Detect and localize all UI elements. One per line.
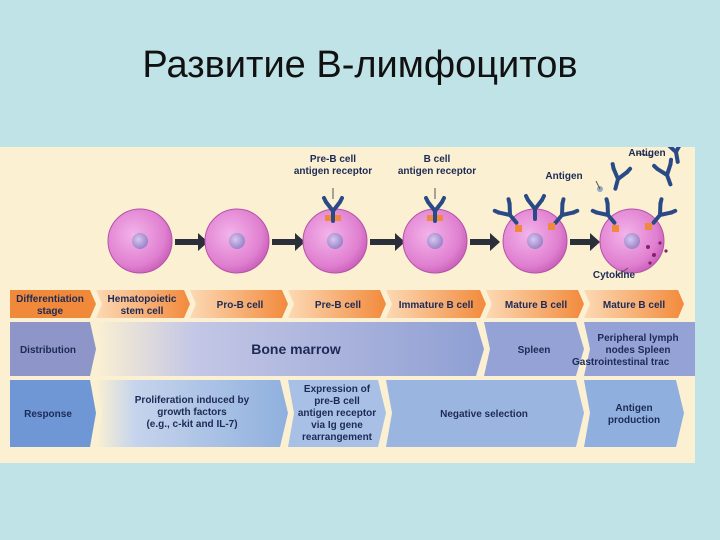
response-header: Response	[24, 409, 72, 420]
proliferation-label-2: growth factors	[157, 407, 227, 418]
stage-item-2: Pro-B cell	[217, 300, 264, 311]
proliferation-arrow	[96, 380, 288, 447]
bone-marrow-arrow	[96, 322, 484, 376]
antigen-label-1: Antigen	[545, 171, 582, 182]
expression-label-3: antigen receptor	[298, 408, 376, 419]
stage-arrow-6	[584, 290, 684, 318]
cytokine-label: Cytokine	[593, 270, 636, 281]
peripheral-arrow	[584, 322, 695, 376]
stage-item-3: Pre-B cell	[315, 300, 361, 311]
expression-label-1: Expression of	[304, 384, 371, 395]
expression-arrow	[288, 380, 386, 447]
hematopoietic-stem-cell	[107, 208, 173, 274]
proliferation-label-1: Proliferation induced by	[135, 395, 250, 406]
spleen-arrow	[484, 322, 584, 376]
cell-row: Pre-B cell antigen receptor B cell antig…	[107, 147, 689, 281]
expression-label-2: pre-B cell	[314, 396, 360, 407]
stage-arrow-4	[386, 290, 486, 318]
pre-b-cell	[302, 188, 368, 274]
arrow-5	[570, 233, 600, 251]
peripheral-label-2: nodes Spleen	[605, 345, 670, 356]
pre-b-receptor-label-1: Pre-B cell	[310, 154, 356, 165]
expression-label-5: rearrangement	[302, 432, 373, 443]
stage-arrow-2	[190, 290, 288, 318]
stage-item-6: Mature B cell	[603, 300, 665, 311]
arrow-2	[272, 233, 305, 251]
stage-item-4: Immature B cell	[399, 300, 474, 311]
antigen-label-2: Antigen	[628, 148, 665, 159]
coreceptor-icon	[645, 223, 652, 230]
distribution-header: Distribution	[20, 345, 76, 356]
proliferation-label-3: (e.g., c-kit and IL-7)	[146, 419, 237, 430]
stage-header-2: stage	[37, 306, 64, 317]
arrow-4	[470, 233, 500, 251]
antigen-production-label-1: Antigen	[615, 403, 652, 414]
expression-label-4: via Ig gene	[311, 420, 363, 431]
bone-marrow-label: Bone marrow	[251, 341, 341, 357]
b-receptor-label-2: antigen receptor	[398, 166, 476, 177]
negative-selection-label: Negative selection	[440, 409, 528, 420]
b-cell-development-figure: Pre-B cell antigen receptor B cell antig…	[0, 147, 695, 463]
coreceptor-icon	[515, 225, 522, 232]
peripheral-label-3: Gastrointestinal trac	[572, 357, 670, 368]
cytokine-label-line	[617, 267, 629, 276]
arrow-3	[370, 233, 405, 251]
mature-b-cell-1	[492, 194, 580, 274]
stage-arrow-1	[96, 290, 190, 318]
mature-b-cell-2	[590, 197, 678, 276]
b-receptor-label-1: B cell	[424, 154, 451, 165]
peripheral-label-1: Peripheral lymph	[597, 333, 678, 344]
diagram-svg: Pre-B cell antigen receptor B cell antig…	[10, 147, 695, 447]
progression-arrows	[175, 233, 600, 251]
stage-header-1: Differentiation	[16, 294, 84, 305]
stage-item-1b: stem cell	[121, 306, 164, 317]
slide-title: Развитие В-лимфоцитов	[142, 44, 578, 86]
cytokine-dots	[646, 241, 668, 265]
pro-b-cell	[204, 208, 270, 274]
stage-arrow-5	[486, 290, 584, 318]
antigen-icons	[595, 147, 689, 193]
antigen-production-label-2: production	[608, 415, 660, 426]
response-row: Response Proliferation induced by growth…	[10, 380, 684, 447]
distribution-row: Distribution Bone marrow Spleen Peripher…	[10, 322, 695, 376]
immature-b-cell	[402, 188, 468, 274]
arrow-1	[175, 233, 208, 251]
distribution-header-arrow	[10, 322, 96, 376]
pre-b-receptor-icon	[322, 196, 344, 223]
antigen-production-arrow	[584, 380, 684, 447]
stage-header-arrow	[10, 290, 96, 318]
response-header-arrow	[10, 380, 96, 447]
stage-arrow-3	[288, 290, 386, 318]
stage-item-5: Mature B cell	[505, 300, 567, 311]
coreceptor-icon	[612, 225, 619, 232]
b-receptor-icon	[424, 196, 446, 223]
stage-item-1a: Hematopoietic	[108, 294, 177, 305]
stage-row: Differentiation stage Hematopoietic stem…	[10, 290, 684, 318]
negative-selection-arrow	[386, 380, 584, 447]
pre-b-receptor-label-2: antigen receptor	[294, 166, 372, 177]
coreceptor-icon	[548, 223, 555, 230]
spleen-label: Spleen	[518, 345, 551, 356]
